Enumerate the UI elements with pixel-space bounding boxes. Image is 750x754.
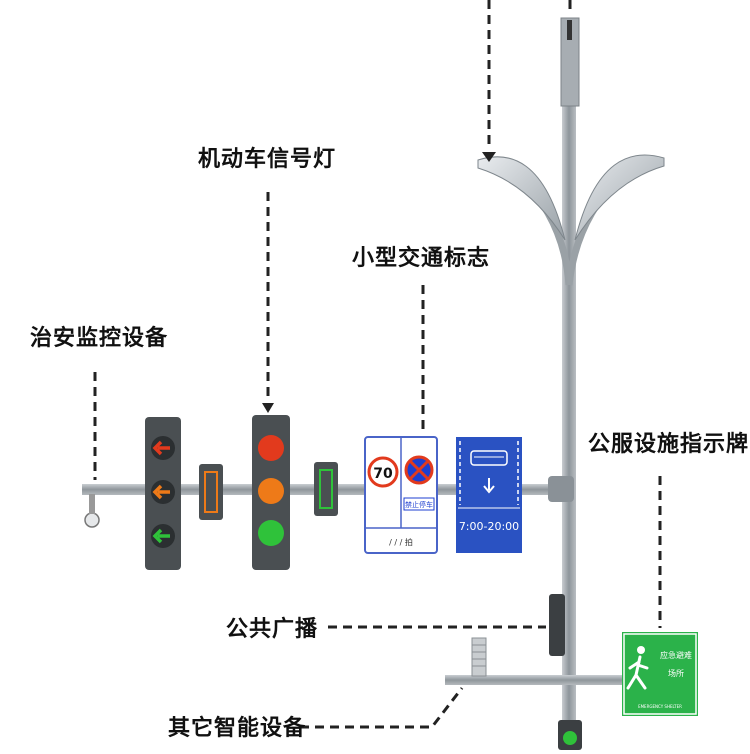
bus-lane-time: 7:00-20:00 — [459, 520, 519, 533]
speed-limit-value: 70 — [373, 466, 393, 482]
lower-arm — [445, 675, 623, 685]
speed-limit-sign — [367, 456, 399, 488]
top-device-marker — [567, 20, 572, 40]
label-other-smart-devices: 其它智能设备 — [168, 716, 307, 741]
bus-icon — [470, 450, 508, 466]
lamp-head-right — [574, 154, 665, 241]
shelter-line1: 应急避难 — [660, 650, 692, 660]
label-vehicle-signal: 机动车信号灯 — [198, 147, 337, 172]
broadcast-speaker — [549, 594, 565, 656]
small-traffic-sign: 70 禁止停车 / / / 拍 — [364, 436, 438, 554]
top-device-box — [560, 17, 580, 107]
label-public-broadcast: 公共广播 — [226, 617, 319, 642]
countdown-box-2 — [314, 462, 338, 516]
arrow-signal — [145, 417, 181, 570]
arm-joint — [548, 476, 574, 502]
security-camera — [84, 512, 100, 528]
label-small-traffic-sign: 小型交通标志 — [352, 246, 491, 271]
leader-vehicle-signal-arrow — [262, 403, 274, 413]
smart-device — [471, 637, 487, 677]
label-public-service-sign: 公服设施指示牌 — [588, 432, 750, 457]
down-arrow-icon — [483, 478, 495, 494]
emergency-shelter-sign: 应急避难 场所 EMERGENCY SHELTER — [622, 632, 698, 716]
bus-lane-sign: 7:00-20:00 — [456, 437, 522, 553]
sign-footer-text: / / / 拍 — [389, 537, 413, 547]
no-parking-text: 禁止停车 — [405, 500, 433, 509]
leader-other-smart — [300, 687, 464, 729]
vehicle-signal-light — [252, 415, 290, 570]
leader-top-arrow — [482, 152, 496, 162]
shelter-line3: EMERGENCY SHELTER — [638, 704, 682, 709]
pole-bottom-signal — [558, 720, 582, 750]
running-man-icon — [626, 646, 649, 690]
lamp-head-left — [477, 156, 566, 241]
countdown-box-1 — [199, 464, 223, 520]
camera-mount — [89, 494, 95, 514]
label-security-camera: 治安监控设备 — [30, 326, 169, 351]
shelter-line2: 场所 — [668, 668, 684, 678]
